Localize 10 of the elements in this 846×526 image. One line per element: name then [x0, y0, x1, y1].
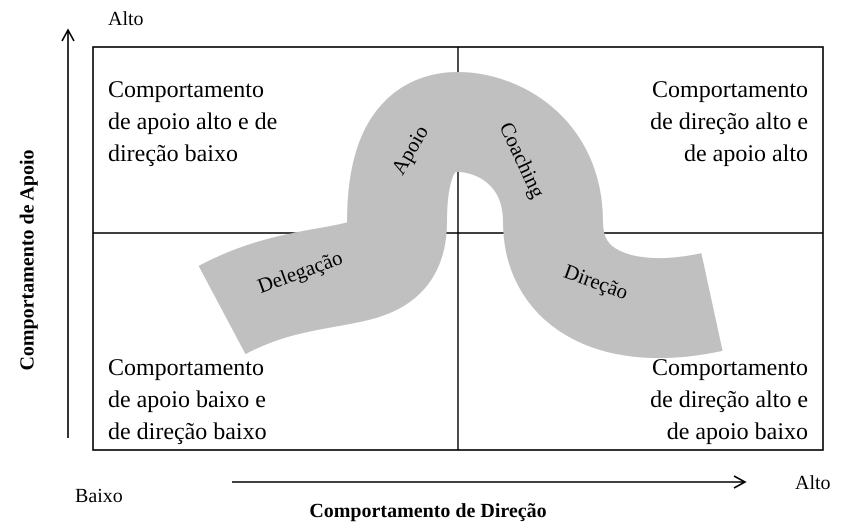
quadrant-text: Comportamento de direção alto e de apoio alto — [649, 76, 808, 169]
axis-title: Comportamento de Direção — [309, 500, 547, 523]
axis-title: Comportamento de Apoio — [16, 149, 40, 371]
axis-end-label: Alto — [108, 8, 144, 31]
band-label: Direção — [560, 258, 632, 306]
quadrant-text: Comportamento de apoio alto e de direção baixo — [108, 76, 278, 169]
axis-end-label: Baixo — [75, 485, 123, 508]
quadrant-text: Comportamento de direção alto e de apoio baixo — [649, 354, 808, 447]
quadrant-text: Comportamento de apoio baixo e de direção baixo — [108, 354, 268, 447]
axis-end-label: Alto — [795, 472, 831, 495]
